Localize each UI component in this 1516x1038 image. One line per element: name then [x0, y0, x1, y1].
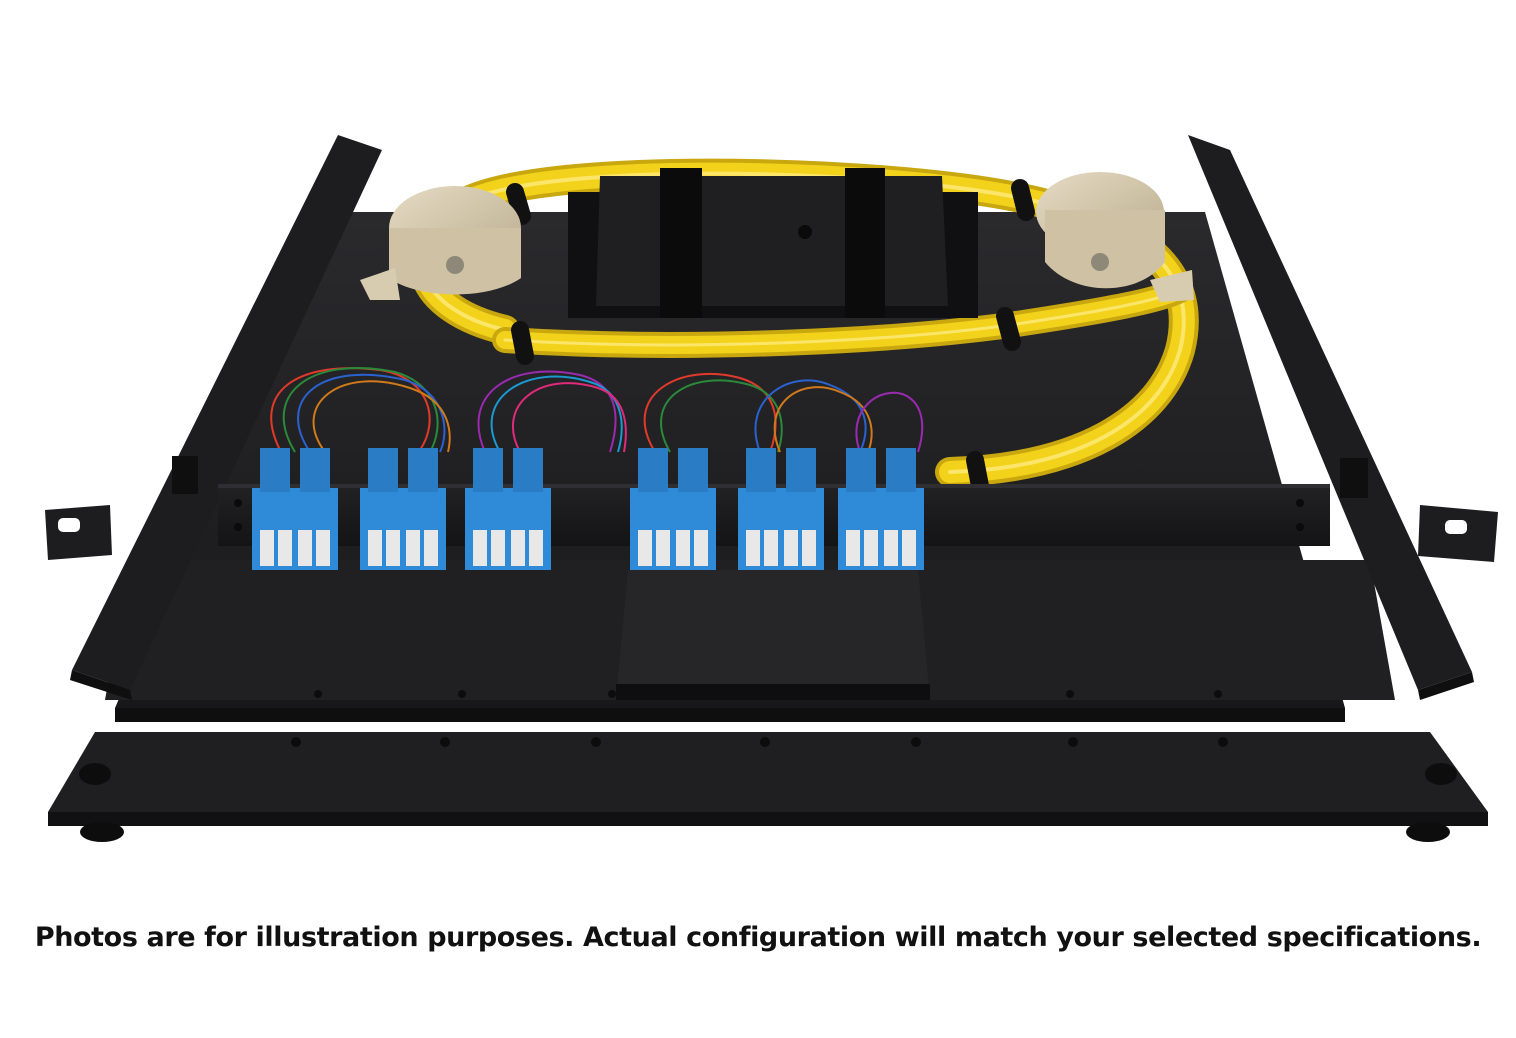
right-spool	[1036, 172, 1194, 302]
left-rail	[45, 135, 382, 700]
base-plate	[48, 732, 1488, 842]
pigtail-fibers	[270, 367, 924, 453]
splice-tray	[568, 168, 978, 318]
left-spool	[360, 186, 521, 300]
right-rail	[1188, 135, 1498, 700]
sc-adapters	[252, 448, 924, 570]
pull-tab	[616, 570, 930, 700]
disclaimer-caption: Photos are for illustration purposes. Ac…	[34, 922, 1482, 953]
